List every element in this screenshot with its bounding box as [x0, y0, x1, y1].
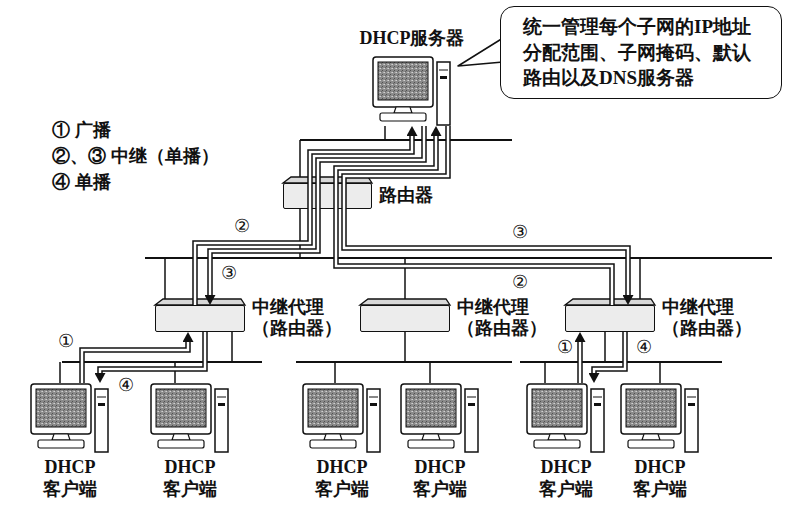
node-label: 路由器 [379, 185, 433, 207]
relay-agent-box: 中继代理 （路由器） [565, 305, 655, 332]
network-bus [520, 361, 722, 363]
flow-tube-outline [210, 126, 424, 295]
flow-connector [100, 332, 205, 373]
node-label: DHCP 客户端 [39, 457, 101, 500]
flow-tube-core [344, 126, 628, 295]
callout-number: ③ [510, 222, 530, 242]
flow-tube-outline [594, 332, 625, 373]
flow-tube-outline [577, 342, 583, 383]
client-computer-icon [401, 384, 478, 452]
legend-note: ④ 单播 [52, 171, 111, 194]
client-computer-icon [527, 384, 604, 452]
legend-note: ① 广播 [52, 119, 111, 142]
flow-connector [580, 342, 581, 383]
node-label: 统一管理每个子网的IP地址 分配范围、子网掩码、默认 路由以及DNS服务器 [523, 14, 759, 91]
flow-connector [210, 126, 424, 295]
flow-tube-core [579, 342, 582, 383]
network-bus [300, 139, 512, 141]
callout-number: ③ [219, 263, 239, 283]
client-node: DHCP 客户端 [30, 383, 110, 453]
flow-tube-outline [336, 136, 612, 305]
flow-tube-core [100, 332, 205, 373]
node-label: DHCP 客户端 [159, 457, 221, 500]
server-node: DHCP服务器 [372, 56, 452, 126]
flow-tube-core [594, 332, 625, 373]
network-cable [384, 126, 386, 140]
callout-tail [458, 38, 503, 66]
node-label: DHCP服务器 [360, 28, 465, 50]
flow-connector [594, 332, 625, 373]
callout-number: ① [555, 337, 575, 357]
node-label: 中继代理 （路由器） [252, 297, 352, 340]
network-bus [145, 257, 772, 259]
node-label: 中继代理 （路由器） [662, 297, 762, 340]
network-cable [639, 258, 641, 305]
network-cable [429, 362, 431, 383]
network-cable [659, 362, 661, 383]
network-cable [604, 332, 606, 362]
client-computer-icon [303, 384, 380, 452]
flow-connector [336, 136, 612, 305]
node-label: DHCP 客户端 [629, 457, 691, 500]
callout-number: ④ [634, 337, 654, 357]
network-cable [404, 332, 406, 362]
network-bus [296, 361, 512, 363]
relay-agent-box: 中继代理 （路由器） [155, 305, 245, 332]
node-label: DHCP 客户端 [535, 457, 597, 500]
node-label: DHCP 客户端 [311, 457, 373, 500]
node-label: 中继代理 （路由器） [457, 297, 557, 340]
legend-note: ②、③ 中继（单播） [52, 145, 219, 168]
node-label: DHCP 客户端 [409, 457, 471, 500]
callout-number: ② [510, 272, 530, 292]
network-cable [334, 362, 336, 383]
callout-number: ② [232, 216, 252, 236]
client-computer-icon [151, 384, 228, 452]
network-cable [544, 362, 546, 383]
flow-tube-outline [344, 126, 628, 295]
network-cable [231, 332, 233, 362]
client-node: DHCP 客户端 [400, 383, 480, 453]
callout-bubble: 统一管理每个子网的IP地址 分配范围、子网掩码、默认 路由以及DNS服务器 [500, 6, 782, 99]
client-node: DHCP 客户端 [620, 383, 700, 453]
flow-tube-core [210, 126, 424, 295]
client-computer-icon [621, 384, 698, 452]
router-box: 路由器 [283, 183, 372, 209]
callout-number: ① [56, 331, 76, 351]
flow-connector [344, 126, 628, 295]
client-node: DHCP 客户端 [526, 383, 606, 453]
relay-agent-box: 中继代理 （路由器） [360, 305, 450, 332]
flow-tube-core [336, 136, 612, 305]
client-node: DHCP 客户端 [150, 383, 230, 453]
client-computer-icon [31, 384, 108, 452]
network-cable [59, 362, 61, 383]
client-node: DHCP 客户端 [302, 383, 382, 453]
network-cable [174, 362, 176, 383]
network-cable [164, 258, 166, 305]
flow-tube-outline [100, 332, 205, 373]
callout-number: ④ [116, 375, 136, 395]
server-computer-icon [373, 57, 450, 125]
